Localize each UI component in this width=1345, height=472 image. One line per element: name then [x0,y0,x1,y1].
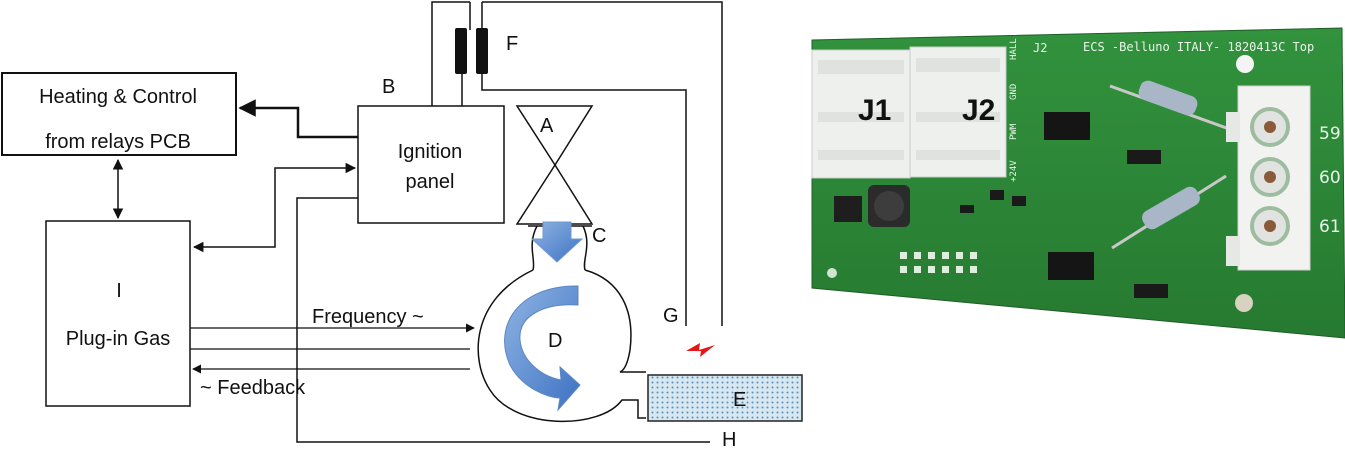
gas-valve: A [515,105,594,225]
transformer-tag: F [506,33,518,55]
svg-text:GND: GND [1009,84,1019,100]
resistor [1109,80,1233,132]
svg-text:+24V: +24V [1009,160,1019,182]
chip [1012,196,1026,206]
ignition-panel-tag: B [382,76,395,98]
fan-housing: C [477,225,646,423]
fan-rotation-arrow-icon [504,285,581,412]
resistor [1111,174,1227,250]
j1-label: J1 [858,94,891,127]
electrode-tag: G [663,305,679,327]
chip [1134,284,1168,298]
feedback-label: ~ Feedback [200,377,306,399]
connector-j2: J2 [909,46,1007,178]
system-diagram: Heating & Control from relays PCB Igniti… [1,1,803,451]
ignition-panel-line2: panel [406,171,455,193]
heating-control-box: Heating & Control from relays PCB [1,72,237,156]
small-silk-labels: HALL GND PWM +24V [1009,38,1019,182]
connector-j1: J1 [811,49,911,179]
pcb-silkscreen: ECS -Belluno ITALY- 1820413C Top [1083,40,1314,54]
pad-grid [900,252,977,273]
ground-tag: H [722,429,736,451]
heating-control-line1: Heating & Control [39,86,197,108]
transformer: F [431,1,723,326]
chip [1127,150,1161,164]
spark-icon [686,343,715,357]
terminal-block [1226,85,1311,271]
j2-silk: J2 [1033,41,1047,55]
pin-label-59: 59 [1319,124,1341,144]
plugin-gas-label: Plug-in Gas [66,328,171,350]
mounting-hole [827,268,837,278]
frequency-label: Frequency ~ [312,306,424,328]
chip [1048,252,1094,280]
burner-tag: E [733,389,746,411]
fan-tag: D [548,330,562,352]
chip [1044,112,1090,140]
mounting-hole [1235,294,1253,312]
burner: E [647,374,803,422]
svg-text:PWM: PWM [1009,123,1019,140]
plugin-gas-box: I Plug-in Gas [45,220,191,407]
ignition-panel-line1: Ignition [398,141,463,163]
inductor [834,185,910,227]
gas-flow-arrow-icon [530,221,584,263]
svg-text:HALL: HALL [1009,38,1019,60]
pin-label-60: 60 [1319,168,1341,188]
chip [960,205,974,213]
ignition-plugin-double-arrow [192,162,357,253]
mounting-hole [1236,55,1254,73]
ground-wire [296,197,710,443]
chip [990,190,1004,200]
pcb-photo: ECS -Belluno ITALY- 1820413C Top J2 HALL… [811,27,1345,339]
valve-tag: A [540,115,554,137]
j2-label: J2 [962,94,995,127]
pin-label-61: 61 [1319,217,1341,237]
heating-control-line2: from relays PCB [45,131,191,153]
plugin-gas-tag: I [116,280,122,302]
ignition-to-heating-arrow [238,99,358,139]
connector-tag: C [592,225,606,247]
ignition-panel-box: Ignition panel B [357,76,505,224]
